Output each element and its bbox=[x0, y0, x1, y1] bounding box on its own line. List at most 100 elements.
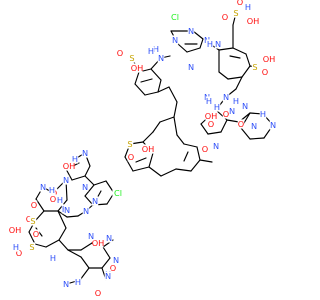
atom-label-backdrop bbox=[251, 62, 259, 72]
atom-label: O bbox=[33, 229, 39, 239]
bond-46 bbox=[196, 146, 201, 161]
atom-label: N bbox=[223, 92, 229, 102]
molecule-structure-diagram: OHSOOHClNNNHNHOSOHHNOHOSNNNHHNNONHNONOHO… bbox=[9, 0, 277, 298]
atom-label-backdrop bbox=[30, 200, 38, 210]
bond-98 bbox=[58, 239, 69, 251]
atom-label-backdrop bbox=[247, 16, 259, 26]
atom-label-backdrop bbox=[261, 67, 269, 77]
bond-52 bbox=[235, 76, 243, 90]
atom-label-backdrop bbox=[205, 96, 213, 106]
bond-49 bbox=[173, 116, 178, 136]
atom-label-backdrop bbox=[221, 12, 229, 22]
atom-label: H bbox=[245, 2, 251, 12]
atom-label: O bbox=[262, 67, 268, 77]
atom-label: S bbox=[127, 139, 132, 149]
atom-label-backdrop bbox=[207, 119, 215, 129]
atom-label: H bbox=[57, 195, 63, 205]
atom-label-backdrop bbox=[62, 175, 70, 185]
molecule-canvas: OHSOOHClNNNHNHOSOHHNOHOSNNNHHNNONHNONOHO… bbox=[9, 0, 277, 298]
bond-80 bbox=[84, 195, 94, 206]
bond-11 bbox=[241, 65, 251, 78]
atom-label: H bbox=[50, 253, 56, 263]
bond-81 bbox=[84, 184, 95, 197]
bond-112 bbox=[66, 215, 79, 218]
bond-66 bbox=[240, 127, 251, 140]
atom-label: N bbox=[63, 175, 69, 185]
bond-94 bbox=[45, 239, 60, 248]
atom-label: N bbox=[213, 141, 219, 151]
atom-label: H bbox=[13, 242, 19, 252]
atom-label-backdrop bbox=[63, 205, 71, 215]
atom-label: OH bbox=[263, 54, 276, 64]
atom-label: OH bbox=[247, 16, 260, 26]
bond-44 bbox=[175, 168, 192, 172]
atom-label-backdrop bbox=[81, 148, 89, 158]
bond-95 bbox=[58, 227, 67, 241]
atom-label: Cl bbox=[171, 12, 179, 22]
atom-label: O bbox=[223, 109, 229, 119]
bond-33 bbox=[152, 121, 161, 133]
atom-label: H bbox=[72, 154, 78, 164]
atom-label-backdrop bbox=[112, 255, 120, 265]
atom-label: N bbox=[251, 121, 257, 131]
atom-label: H bbox=[207, 39, 213, 49]
atom-label: O bbox=[208, 119, 214, 129]
atom-label: O bbox=[237, 0, 243, 7]
atom-label-backdrop bbox=[126, 139, 134, 149]
bond-60 bbox=[226, 119, 240, 123]
atom-label: N bbox=[229, 106, 235, 116]
atom-label-backdrop bbox=[62, 279, 70, 289]
atom-label: O bbox=[128, 152, 134, 162]
atom-label-backdrop bbox=[187, 62, 195, 72]
atom-label: N bbox=[172, 35, 178, 45]
bond-93 bbox=[34, 243, 47, 248]
atom-label: N bbox=[83, 206, 89, 216]
atom-label: OH bbox=[63, 161, 76, 171]
atom-label-backdrop bbox=[259, 109, 267, 119]
atom-label-backdrop bbox=[232, 8, 240, 18]
atom-label: N bbox=[82, 182, 88, 192]
atom-label: OH bbox=[142, 144, 155, 154]
atom-label: O bbox=[16, 248, 22, 258]
atom-label-backdrop bbox=[104, 271, 112, 281]
bond-51 bbox=[199, 159, 213, 163]
atom-label: H bbox=[75, 277, 81, 287]
atom-label-backdrop bbox=[9, 225, 21, 235]
atom-label: N bbox=[82, 148, 88, 158]
bond-96 bbox=[57, 210, 67, 229]
atom-label-backdrop bbox=[56, 195, 64, 205]
atom-label: N bbox=[106, 233, 112, 243]
bond-43 bbox=[160, 168, 177, 177]
atom-label-backdrop bbox=[82, 206, 90, 216]
atom-label-backdrop bbox=[131, 63, 143, 73]
bond-100 bbox=[80, 242, 93, 251]
atom-label: H bbox=[153, 44, 159, 54]
bond-39 bbox=[148, 152, 154, 168]
atom-label-backdrop bbox=[74, 277, 82, 287]
atom-label: O bbox=[238, 119, 244, 129]
atom-label: OH bbox=[9, 225, 22, 235]
atom-label-backdrop bbox=[49, 253, 57, 263]
atom-label-layer: OHSOOHClNNNHNHOSOHHNOHOSNNNHHNNONHNONOHO… bbox=[9, 0, 277, 298]
atom-label: O bbox=[31, 200, 37, 210]
bond-38 bbox=[132, 166, 150, 172]
atom-label-backdrop bbox=[201, 144, 209, 154]
atom-label: N bbox=[92, 196, 98, 206]
atom-label: N bbox=[188, 62, 194, 72]
atom-label-backdrop bbox=[250, 121, 258, 131]
bond-45 bbox=[190, 159, 201, 172]
atom-label: N bbox=[188, 26, 194, 36]
bond-37 bbox=[124, 156, 134, 172]
atom-label-backdrop bbox=[205, 111, 217, 121]
atom-label-backdrop bbox=[39, 182, 47, 192]
atom-label-backdrop bbox=[147, 46, 155, 56]
atom-label: N bbox=[158, 53, 164, 63]
atom-label: H bbox=[148, 46, 154, 56]
atom-label-backdrop bbox=[222, 92, 230, 102]
atom-label: H bbox=[214, 102, 220, 112]
atom-label: O bbox=[26, 214, 32, 224]
atom-label-backdrop bbox=[109, 263, 117, 273]
atom-label: OH bbox=[92, 238, 105, 248]
atom-label: O bbox=[50, 194, 56, 204]
atom-label-backdrop bbox=[228, 106, 236, 116]
